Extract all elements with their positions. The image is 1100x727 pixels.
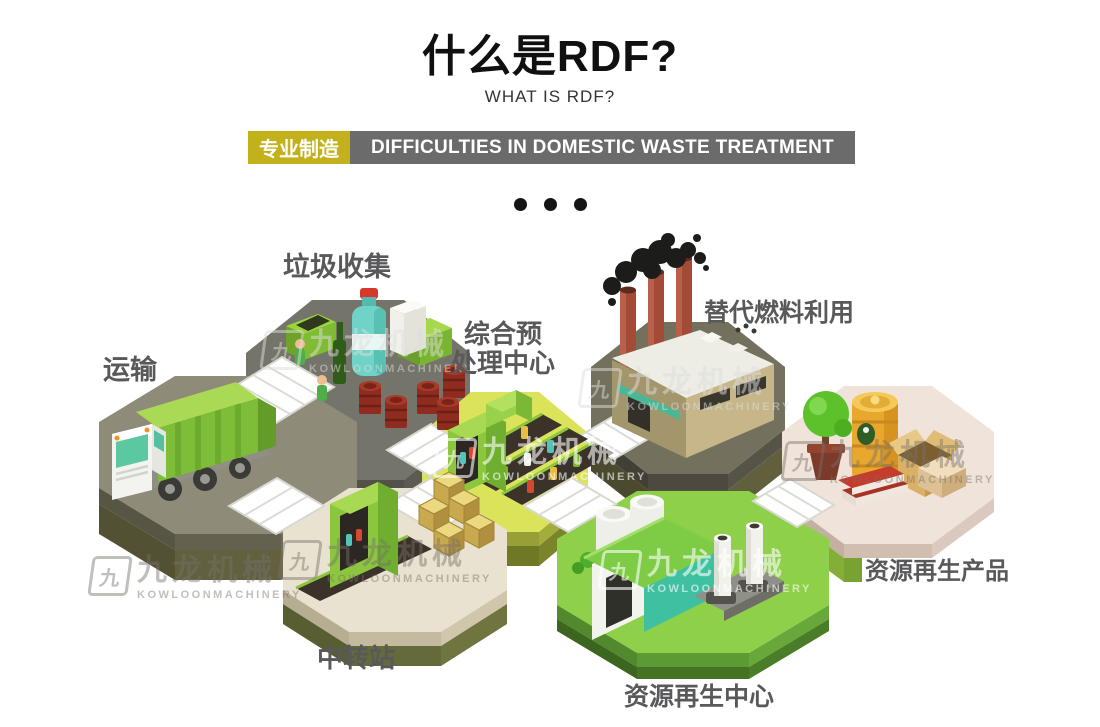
label-fuel-use: 替代燃料利用 (704, 299, 855, 327)
plant-chimneys (706, 522, 768, 604)
banner-tag: 专业制造 (248, 131, 350, 164)
label-products: 资源再生产品 (865, 558, 1009, 585)
recycled-products (803, 391, 966, 506)
ramp-pretreatment-regeneration (522, 476, 618, 534)
separator-dot (573, 198, 587, 211)
cardboard-boxes (889, 429, 966, 498)
label-pretreatment-line2: 处理中心 (450, 347, 555, 378)
barrel-icons (359, 365, 465, 430)
pet-bottle-icon (352, 288, 386, 376)
label-transfer: 中转站 (317, 643, 396, 673)
garbage-truck (112, 382, 276, 501)
smoke-cloud (603, 233, 709, 306)
book-stack (838, 466, 908, 506)
collection-objects (286, 288, 465, 430)
decorative-dots (0, 198, 1100, 211)
tree-icon (803, 391, 852, 480)
banner-title: DIFFICULTIES IN DOMESTIC WASTE TREATMENT (350, 131, 855, 164)
label-pretreatment: 综合预 处理中心 (438, 320, 568, 377)
sorting-machine (448, 390, 614, 505)
ramp-products-regeneration (751, 477, 836, 529)
label-transport: 运输 (103, 355, 157, 385)
ramp-transport-transfer (227, 476, 326, 536)
oil-drum-icon (852, 392, 898, 478)
fuel-factory (603, 233, 774, 458)
separator-dot (543, 198, 557, 211)
separator-dot (513, 198, 527, 211)
regeneration-plant (572, 494, 784, 640)
section-banner: 专业制造 DIFFICULTIES IN DOMESTIC WASTE TREA… (248, 131, 855, 164)
worker-figure (317, 375, 327, 401)
page-subtitle: WHAT IS RDF? (484, 87, 616, 106)
label-regeneration: 资源再生中心 (624, 683, 775, 711)
page-title: 什么是RDF? (421, 32, 679, 81)
label-collection: 垃圾收集 (283, 252, 391, 282)
waste-bales (417, 471, 496, 557)
worker-figure (295, 339, 305, 365)
label-pretreatment-line1: 综合预 (463, 319, 542, 349)
transfer-machine (295, 471, 496, 601)
